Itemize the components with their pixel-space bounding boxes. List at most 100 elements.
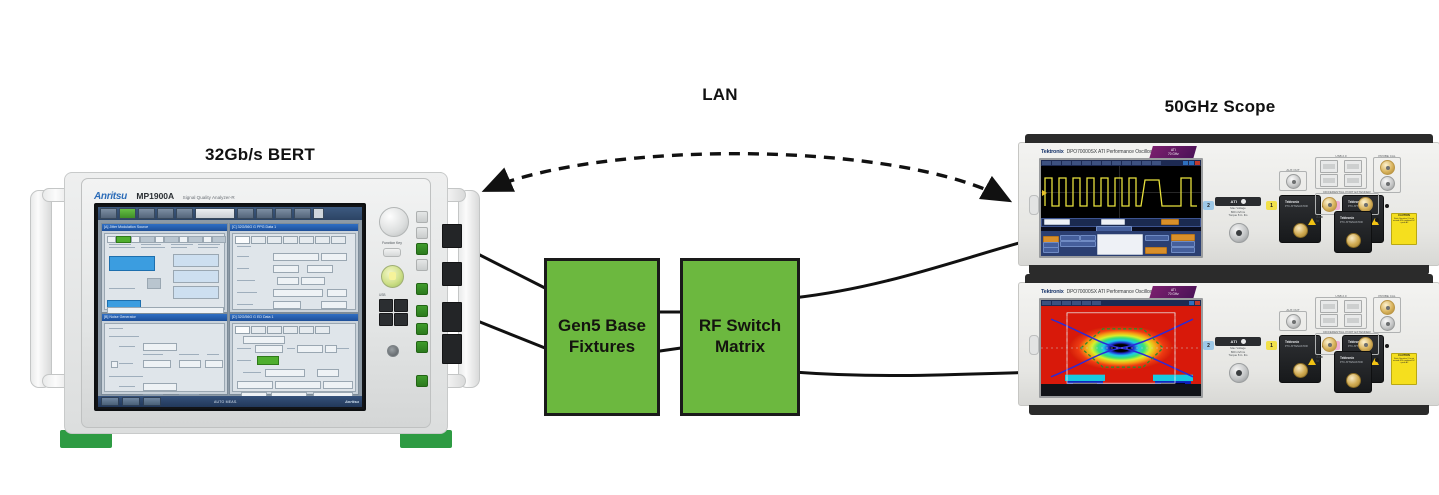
scope-top-probe-1[interactable]: Tektronix P7C ATTENUATOR <box>1279 195 1321 243</box>
close-icon[interactable] <box>1195 301 1200 305</box>
dialog-field[interactable] <box>1080 235 1096 241</box>
scope-top-display[interactable] <box>1039 158 1203 258</box>
menu-item[interactable] <box>1132 161 1141 165</box>
field-cycle-repeat[interactable] <box>255 345 283 353</box>
bert-instrument[interactable]: Anritsu MP1900A Signal Quality Analyzer-… <box>24 168 480 448</box>
bert-control-column[interactable]: Function Key USB <box>367 203 417 407</box>
tab-pattern-ed[interactable] <box>267 326 282 334</box>
menu-item[interactable] <box>1082 161 1091 165</box>
scope-top-ati-input[interactable]: ATI Max Voltage 800 mVrms Torque 8 in. l… <box>1215 197 1261 247</box>
tab-misc-ed[interactable] <box>315 326 330 334</box>
ati-connector[interactable] <box>1229 223 1249 243</box>
toolbar-btn-10[interactable] <box>313 208 324 219</box>
menu-item[interactable] <box>1062 301 1071 305</box>
power-button[interactable] <box>381 265 404 288</box>
side-button-8[interactable] <box>416 341 428 353</box>
menu-item[interactable] <box>1082 301 1091 305</box>
probe-cal-connector[interactable] <box>1380 160 1395 175</box>
usb-port-block[interactable] <box>379 299 408 331</box>
field-preset-manual[interactable] <box>143 343 177 351</box>
tab-measurement[interactable] <box>251 326 266 334</box>
bert-status-bar[interactable]: AUTO MEAS. Anritsu <box>98 396 362 407</box>
side-button-6[interactable] <box>416 305 428 317</box>
scope-bottom-channel-badge-1[interactable]: 1 <box>1266 341 1277 350</box>
menu-item[interactable] <box>1072 161 1081 165</box>
toolbar-btn-7[interactable] <box>256 208 273 219</box>
toolbar-btn-3[interactable] <box>138 208 155 219</box>
probe-connector[interactable] <box>1346 233 1361 248</box>
block-gen5-base-fixtures[interactable]: Gen5 Base Fixtures <box>544 258 660 416</box>
scope-top[interactable]: Tektronix DPO70000SX ATI Performance Osc… <box>1018 134 1439 275</box>
tab-pattern[interactable] <box>267 236 282 244</box>
side-button-9[interactable] <box>416 375 428 387</box>
button-edit[interactable] <box>277 277 299 285</box>
probe-connector[interactable] <box>1293 223 1308 238</box>
dialog-button[interactable] <box>1171 241 1195 247</box>
field-amplitude2[interactable] <box>321 301 347 309</box>
statusbar-btn-3[interactable] <box>143 397 161 406</box>
menu-item[interactable] <box>1102 161 1111 165</box>
block-rf-switch-matrix[interactable]: RF Switch Matrix <box>680 258 800 416</box>
bert-pane-ed[interactable]: [D] 32G/56G G ED Data 1 <box>229 313 359 400</box>
toolbar-btn-8[interactable] <box>275 208 292 219</box>
side-button-2[interactable] <box>416 227 428 239</box>
minimize-icon[interactable] <box>1189 301 1194 305</box>
bert-pane-ppg[interactable]: [C] 32G/56G G PPG Data 1 <box>229 223 359 313</box>
tab-input[interactable] <box>283 326 298 334</box>
aux-trigger-connector[interactable] <box>1380 176 1395 191</box>
dpe-negative-connector[interactable] <box>1358 337 1373 352</box>
usb-port[interactable] <box>394 299 408 312</box>
usb-port[interactable] <box>379 313 393 326</box>
field-bitrate-value[interactable] <box>321 253 347 261</box>
scope-top-aux-probe[interactable]: Tektronix P7C ATTENUATOR <box>1334 211 1372 253</box>
toolbar-btn-4[interactable] <box>157 208 174 219</box>
usb-port[interactable] <box>394 313 408 326</box>
toolbar-btn-6[interactable] <box>237 208 254 219</box>
scope-bottom[interactable]: Tektronix DPO70000SX ATI Performance Osc… <box>1018 274 1439 415</box>
scope-top-channel-badge-2[interactable]: 2 <box>1203 201 1214 210</box>
bert-toolbar[interactable] <box>98 207 362 220</box>
dialog-tab[interactable] <box>1043 247 1059 253</box>
window-controls[interactable] <box>1189 301 1200 305</box>
bert-display[interactable]: [A] Jitter Modulation Source <box>94 203 366 411</box>
button-setup[interactable] <box>301 277 325 285</box>
aux-trigger-connector[interactable] <box>1380 316 1395 331</box>
toolbar-application-selector[interactable] <box>195 208 235 219</box>
scope-top-display-menubar[interactable] <box>1041 160 1201 166</box>
field-noise-band[interactable] <box>205 360 223 368</box>
side-button-4[interactable] <box>416 259 428 271</box>
scope-bottom-display[interactable] <box>1039 298 1203 398</box>
usb-port[interactable] <box>1320 174 1338 187</box>
menu-item[interactable] <box>1062 161 1071 165</box>
dialog-button[interactable] <box>1171 234 1195 241</box>
usb-port[interactable] <box>1320 300 1338 313</box>
bert-handle-right[interactable] <box>458 190 480 388</box>
probe-connector[interactable] <box>1346 373 1361 388</box>
field-unit-time[interactable] <box>297 345 323 353</box>
field-diff-preset[interactable] <box>143 383 177 391</box>
dpe-negative-connector[interactable] <box>1358 197 1373 212</box>
field-current-time[interactable] <box>323 381 353 389</box>
field-noise-amplitude[interactable] <box>143 360 171 368</box>
dialog-button[interactable] <box>1171 247 1195 253</box>
menu-item[interactable] <box>1042 161 1051 165</box>
field-bitrate[interactable] <box>273 253 319 261</box>
cell-highlight-clock-source[interactable] <box>109 256 155 271</box>
dpe-positive-connector[interactable] <box>1322 337 1337 352</box>
scope-bottom-display-menubar[interactable] <box>1041 300 1201 306</box>
minimize-icon[interactable] <box>1183 161 1188 165</box>
probe-cal-bnc[interactable] <box>1286 174 1301 189</box>
menu-item[interactable] <box>1072 301 1081 305</box>
scope-bottom-ati-input[interactable]: ATI Max Voltage 800 mVrms Torque 8 in. l… <box>1215 337 1261 387</box>
menu-item[interactable] <box>1042 301 1051 305</box>
menu-item[interactable] <box>1092 301 1101 305</box>
tab-misc2[interactable] <box>331 236 346 244</box>
tab-pre-code[interactable] <box>299 236 314 244</box>
scope-top-control-dialog[interactable] <box>1041 231 1201 256</box>
bert-ed-tabs[interactable] <box>235 326 330 334</box>
scope-bottom-aux-probe[interactable]: Tektronix P7C ATTENUATOR <box>1334 351 1372 393</box>
field-offset[interactable] <box>327 289 347 297</box>
toolbar-btn-1[interactable] <box>100 208 117 219</box>
menu-item[interactable] <box>1092 161 1101 165</box>
field-interval[interactable] <box>317 369 339 377</box>
